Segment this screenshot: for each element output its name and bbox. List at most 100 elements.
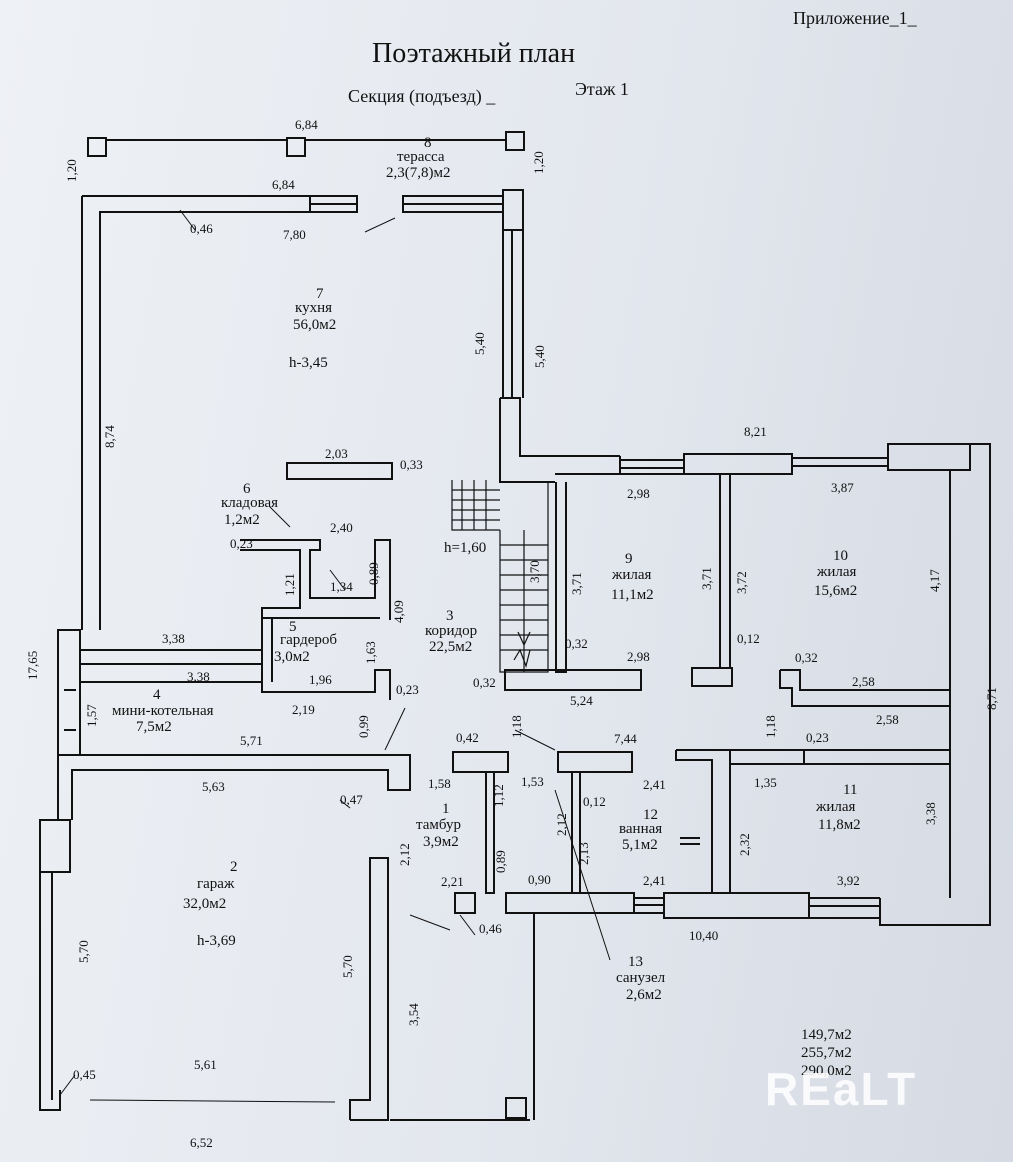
wall [82, 195, 358, 630]
dimension-label: 0,89 [366, 562, 381, 585]
wall-corner [502, 189, 524, 231]
dimension-label: 3,70 [527, 560, 542, 583]
room-name: кухня [295, 300, 333, 316]
dimension-label: 1,58 [428, 776, 451, 791]
dimension-label: 6,52 [190, 1135, 213, 1150]
dimension-label: 2,03 [325, 446, 348, 461]
dimension-label: 3,92 [837, 873, 860, 888]
room-name: жилая [817, 564, 857, 580]
dimension-label: 2,21 [441, 874, 464, 889]
section-label: Секция (подъезд) _ [348, 86, 496, 106]
room-number: 3 [446, 608, 454, 624]
dimension-label: 3,54 [406, 1003, 421, 1026]
dimension-label: 0,32 [565, 636, 588, 651]
dimension-label: 0,23 [396, 682, 419, 697]
room-name: тамбур [416, 817, 461, 833]
room-height: h-3,45 [289, 355, 328, 371]
room-number: 4 [153, 687, 161, 703]
dimension-label: 0,12 [737, 631, 760, 646]
room-area: 1,2м2 [224, 512, 260, 528]
room-height: h-3,69 [197, 933, 236, 949]
dimension-label: 5,24 [570, 693, 593, 708]
dimension-label: 5,70 [340, 955, 355, 978]
dimension-label: 1,53 [521, 774, 544, 789]
wall-segment [505, 892, 635, 914]
room-number: 6 [243, 481, 251, 497]
dimension-label: 3,38 [187, 669, 210, 684]
wall-segment [663, 892, 810, 919]
room-number: 7 [316, 286, 324, 302]
dimension-label: 2,58 [876, 712, 899, 727]
total-area: 149,7м2 [801, 1027, 852, 1043]
dimension-label: 5,40 [472, 332, 487, 355]
dimension-label: 3,38 [162, 631, 185, 646]
dimension-label: 2,40 [330, 520, 353, 535]
room-area: 7,5м2 [136, 719, 172, 735]
dimension-label: 8,21 [744, 424, 767, 439]
dimension-label: 17,65 [25, 650, 40, 680]
terrace-column [286, 137, 306, 157]
total-area: 290,0м2 [801, 1063, 852, 1079]
dimension-label: 1,20 [531, 151, 546, 174]
dimension-label: 5,70 [76, 940, 91, 963]
wall-segment [286, 462, 393, 480]
dimension-label: 7,44 [614, 731, 637, 746]
room-name: коридор [425, 623, 478, 639]
dimension-label: 3,72 [734, 571, 749, 594]
room-number: 13 [628, 954, 643, 970]
dimension-label: 2,13 [576, 842, 591, 865]
dimension-label: 5,63 [202, 779, 225, 794]
dimension-label: 3,87 [831, 480, 854, 495]
room-area: 32,0м2 [183, 896, 227, 912]
room-area: 5,1м2 [622, 837, 658, 853]
room-name: мини-котельная [112, 703, 214, 719]
dimension-label: 0,90 [528, 872, 551, 887]
page-title: Поэтажный план [372, 38, 576, 69]
dimension-label: 1,12 [491, 784, 506, 807]
room-number: 2 [230, 859, 238, 875]
room-number: 8 [424, 135, 432, 151]
dimension-label: 0,46 [190, 221, 213, 236]
room-area: 11,8м2 [818, 817, 861, 833]
room-number: 1 [442, 801, 450, 817]
dimension-label: 4,09 [391, 600, 406, 623]
dimension-label: 3,71 [699, 567, 714, 590]
stair-height: h=1,60 [444, 540, 487, 556]
dimension-label: 0,32 [473, 675, 496, 690]
dimension-label: 7,80 [283, 227, 306, 242]
dimension-label: 2,12 [397, 843, 412, 866]
room-name: ванная [619, 821, 663, 837]
room-name: терасса [397, 149, 445, 165]
room-area: 11,1м2 [611, 587, 654, 603]
dimension-label: 4,17 [927, 569, 942, 592]
room-number: 9 [625, 551, 633, 567]
dimension-label: 0,46 [479, 921, 502, 936]
dimension-label: 1,96 [309, 672, 332, 687]
room-area: 3,0м2 [274, 649, 310, 665]
room-number: 11 [843, 782, 858, 798]
dimension-label: 2,58 [852, 674, 875, 689]
watermark-logo: REaLT [765, 1063, 918, 1115]
room-area: 3,9м2 [423, 834, 459, 850]
dimension-label: 1,18 [763, 715, 778, 738]
dimension-label: 3,71 [569, 572, 584, 595]
dimension-label: 0,23 [806, 730, 829, 745]
dimension-label: 2,32 [737, 833, 752, 856]
dimension-label: 0,12 [583, 794, 606, 809]
wall-segment [887, 443, 971, 471]
terrace-column [87, 137, 107, 157]
wall-segment [683, 453, 793, 475]
dimension-label: 0,99 [356, 715, 371, 738]
room-area: 56,0м2 [293, 317, 337, 333]
dimension-label: 2,98 [627, 486, 650, 501]
room-area: 2,3(7,8)м2 [386, 165, 451, 181]
room-area: 2,6м2 [626, 987, 662, 1003]
room-name: жилая [816, 799, 856, 815]
dimension-label: 2,19 [292, 702, 315, 717]
dimension-label: 2,41 [643, 777, 666, 792]
dimension-label: 5,40 [532, 345, 547, 368]
dimension-label: 1,57 [84, 704, 99, 727]
room-name: санузел [616, 970, 666, 986]
